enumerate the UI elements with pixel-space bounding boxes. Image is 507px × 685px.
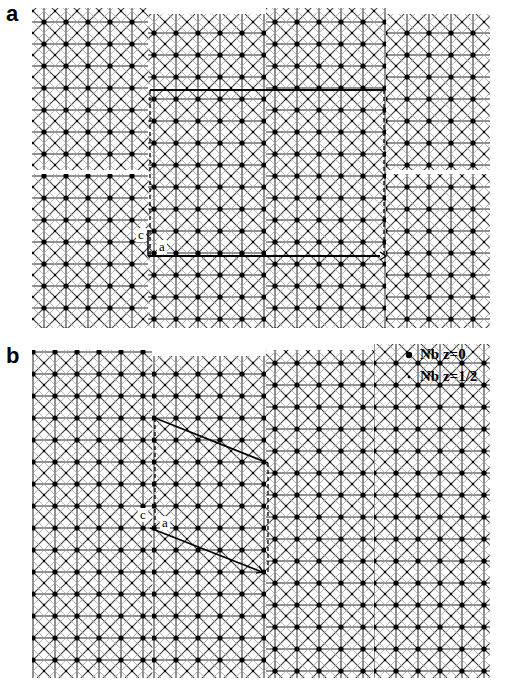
legend-dot-large bbox=[406, 352, 412, 358]
axis-label: c bbox=[138, 508, 148, 522]
axis-label: a bbox=[157, 240, 167, 254]
legend-text: Nb z=0 bbox=[418, 346, 468, 363]
unit-cell-a bbox=[148, 90, 386, 260]
axis-label: a bbox=[160, 516, 170, 530]
legend-dot-small bbox=[408, 376, 411, 379]
legend-text: Nb z=1/2 bbox=[418, 368, 479, 385]
panel-letter: b bbox=[4, 344, 21, 368]
unit-cell-b bbox=[150, 418, 268, 573]
axis-label: c bbox=[136, 228, 146, 242]
polyhedra-panel-a bbox=[32, 8, 490, 328]
panel-letter: a bbox=[4, 2, 20, 26]
polyhedra-panel-b bbox=[32, 344, 490, 678]
